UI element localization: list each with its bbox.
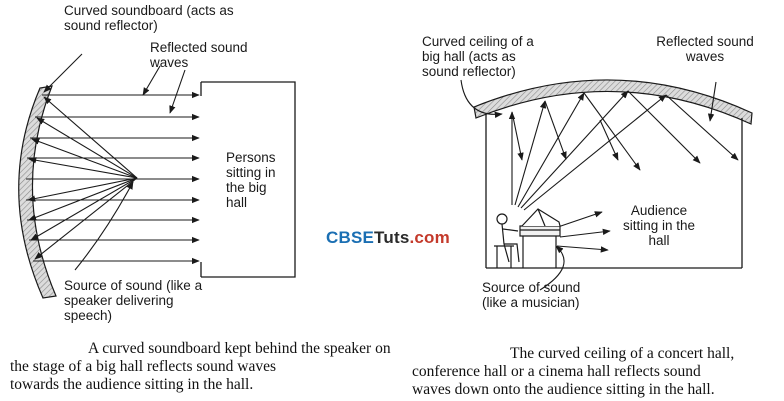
down-ray-5 [665,94,739,161]
musician-piano-icon [494,208,561,268]
caption-left-line-3: towards the audience sitting in the hall… [10,376,254,393]
left-diagram [18,53,296,299]
right-diagram [460,79,753,291]
pointer-soundboard [43,53,83,93]
label-source-of-sound-left: Source of sound (like a speaker deliveri… [64,278,203,323]
incident-ray-5 [27,177,138,202]
down-ray-4 [627,90,701,164]
caption-right-line-1: The curved ceiling of a concert hall, [510,345,735,362]
caption-right-line-3: waves down onto the audience sitting in … [412,381,715,398]
reflected-rays [26,91,200,265]
label-persons-sitting: Persons sitting in the big hall [226,150,276,210]
incident-ray-6 [28,177,138,221]
watermark-part-2: Tuts [374,228,410,247]
ceiling-incident-rays [508,90,667,211]
up-ray-4 [520,90,629,209]
caption-left-line-1: A curved soundboard kept behind the spea… [88,340,391,357]
incident-ray-7 [30,177,138,241]
up-ray-2 [514,100,547,206]
label-curved-ceiling: Curved ceiling of a big hall (acts as so… [422,34,534,79]
direct-ray-3 [556,245,609,253]
direct-ray-2 [559,228,611,238]
direct-ray-1 [554,211,603,229]
down-ray-2 [544,100,567,160]
up-ray-5 [523,94,667,211]
down-ray-1 [511,111,524,161]
label-reflected-sound-waves-left: Reflected sound waves [150,40,248,70]
watermark-part-3: .com [409,228,450,247]
caption-right: The curved ceiling of a concert hall, co… [412,345,784,399]
left-hall-outline [201,81,296,278]
pointer-reflected-right [707,81,717,122]
label-audience-sitting: Audience sitting in the hall [622,203,696,248]
brand-watermark: CBSETuts.com [326,228,450,248]
label-source-of-sound-right: Source of sound (like a musician) [482,280,581,310]
incident-ray-2 [36,117,138,179]
pointer-reflected-2 [169,69,186,114]
incident-ray-8 [34,177,138,260]
incident-ray-1 [43,96,138,179]
incident-ray-3 [31,138,138,179]
left-pointers [43,53,186,271]
incident-ray-4 [28,157,138,179]
incident-rays [27,96,138,260]
direct-rays [554,211,611,253]
watermark-part-1: CBSE [326,228,375,247]
caption-right-line-2: conference hall or a cinema hall reflect… [412,363,701,380]
up-ray-3 [517,92,585,208]
pointer-musician [539,245,565,291]
pointer-ceiling [460,79,503,118]
pointer-source [74,181,134,271]
down-ray-3 [583,92,641,171]
label-reflected-sound-waves-right: Reflected sound waves [656,34,754,64]
label-curved-soundboard: Curved soundboard (acts as sound reflect… [64,3,234,33]
curved-ceiling [473,79,753,125]
caption-left-line-2: the stage of a big hall reflects sound w… [10,358,276,375]
caption-left: A curved soundboard kept behind the spea… [10,340,391,394]
right-pointers [460,79,717,291]
down-ray-6 [599,119,619,161]
ceiling-reflected-rays [511,90,739,171]
pointer-reflected-1 [142,65,161,96]
